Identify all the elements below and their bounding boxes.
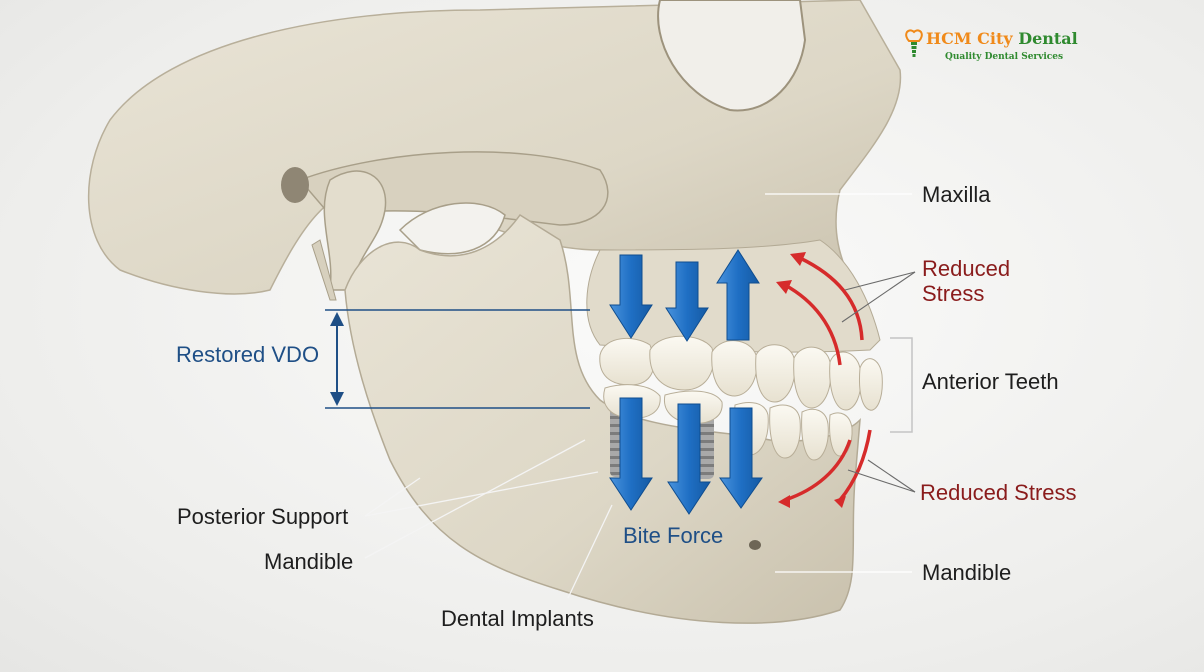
stress-arrows xyxy=(784,256,872,502)
brand-logo: HCM City Dental Quality Dental Services xyxy=(904,29,1078,62)
sigmoid-notch xyxy=(398,202,506,255)
label-reduced-stress-upper-line1: Reduced xyxy=(922,256,1011,281)
label-mandible-left: Mandible xyxy=(264,549,354,574)
down-arrow xyxy=(667,403,711,515)
brand-name: HCM City Dental xyxy=(926,31,1078,47)
label-anterior-teeth: Anterior Teeth xyxy=(922,369,1059,394)
label-reduced-stress-lower: Reduced Stress xyxy=(920,480,1077,505)
styloid-process xyxy=(311,239,337,301)
mandible-bone xyxy=(344,213,861,624)
label-reduced-stress-upper-line2: Stress xyxy=(922,281,985,306)
leader-lines-dark xyxy=(841,271,916,493)
upper-teeth xyxy=(599,335,883,411)
leader-lines-light xyxy=(364,439,613,599)
eye-orbit xyxy=(657,0,807,112)
tooth-implant-icon xyxy=(905,29,923,57)
label-dental-implants: Dental Implants xyxy=(441,606,594,631)
up-arrow xyxy=(716,249,760,341)
down-arrow xyxy=(665,261,709,342)
stress-arrowheads xyxy=(776,252,846,508)
label-maxilla: Maxilla xyxy=(922,182,991,207)
brand-name-part2: Dental xyxy=(1018,29,1078,48)
mental-foramen xyxy=(749,540,761,550)
ear-canal xyxy=(281,167,309,203)
down-arrow xyxy=(609,397,653,511)
down-arrow xyxy=(609,254,653,339)
condyle xyxy=(323,170,387,291)
brand-name-part1: HCM City xyxy=(926,29,1013,48)
vdo-dimension xyxy=(325,309,590,409)
label-posterior-support: Posterior Support xyxy=(177,504,349,529)
bite-force-arrows xyxy=(609,249,763,515)
down-arrow xyxy=(719,407,763,509)
label-restored-vdo: Restored VDO xyxy=(176,342,320,367)
leader-lines xyxy=(765,193,912,573)
brand-tagline: Quality Dental Services xyxy=(945,52,1064,62)
label-bite-force: Bite Force xyxy=(623,523,724,548)
label-mandible-right: Mandible xyxy=(922,560,1012,585)
